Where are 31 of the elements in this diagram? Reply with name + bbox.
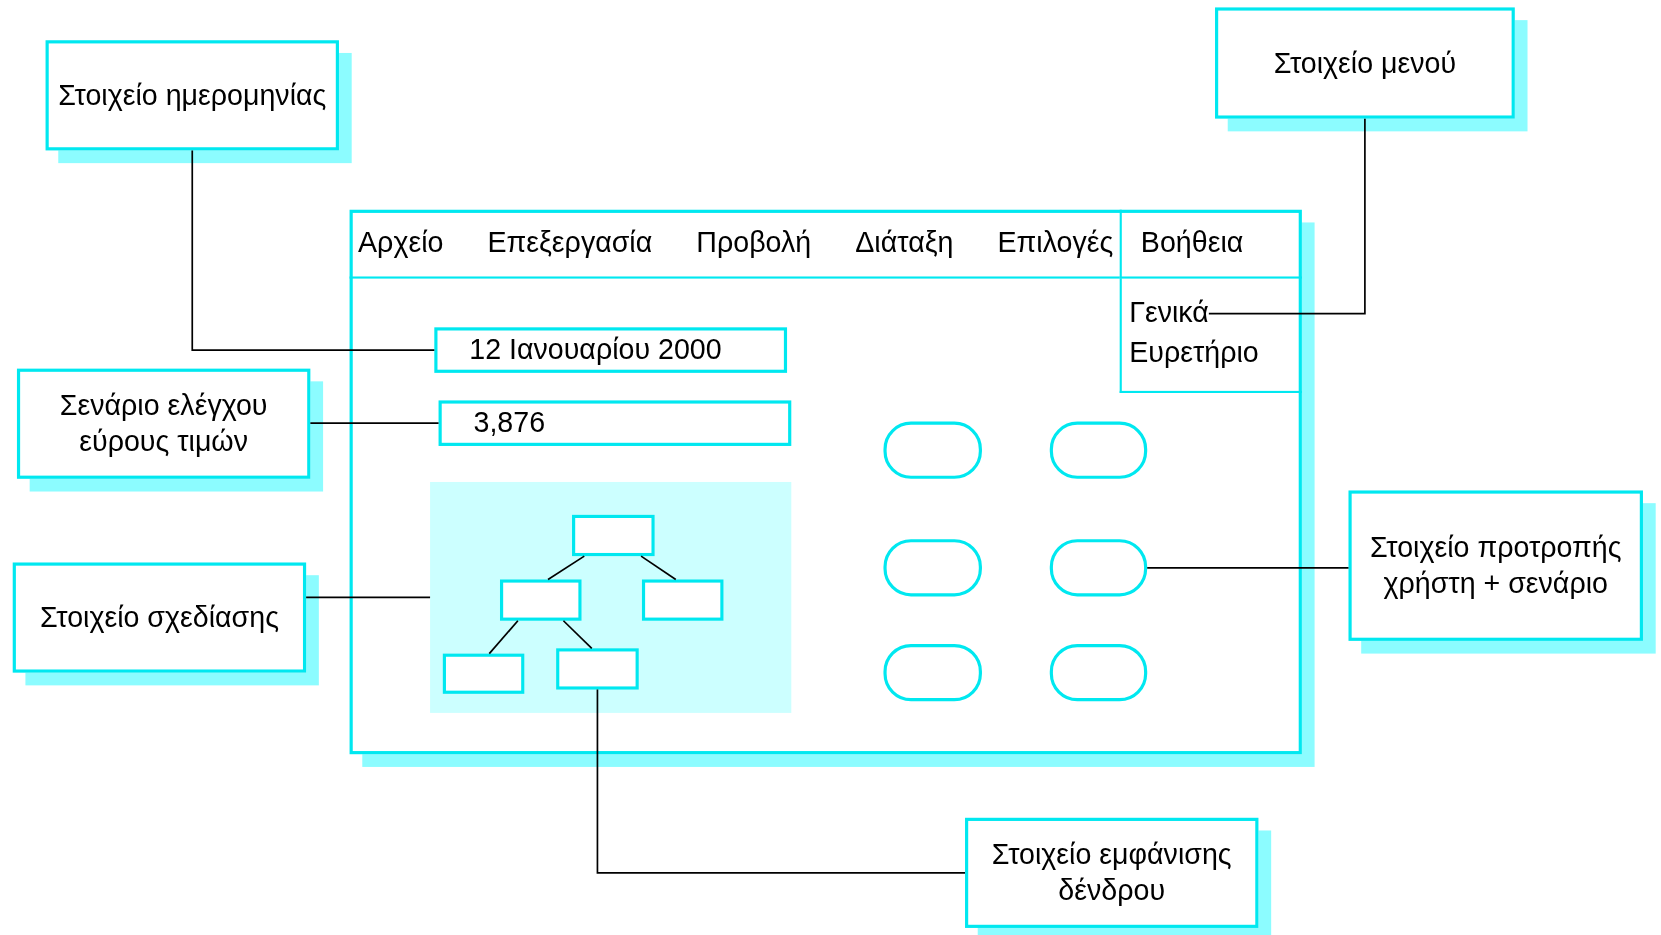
leader-line (191, 149, 436, 351)
rounded-button (1049, 644, 1148, 702)
date-field: 12 Ιανουαρίου 2000 (434, 327, 788, 373)
tree-connector (547, 555, 586, 581)
menu-item: Αρχείο (358, 226, 444, 260)
menu-item: Επιλογές (997, 226, 1114, 260)
menu-item: Επεξεργασία (487, 226, 653, 260)
leader-line (1146, 566, 1350, 569)
tree-connector (488, 619, 519, 655)
tree-connector (562, 619, 593, 650)
drawing-panel (430, 482, 792, 713)
leader-line (596, 688, 966, 874)
menu-item: Προβολή (696, 226, 812, 260)
rounded-button (883, 539, 982, 597)
tree-node-box (572, 514, 655, 557)
tree-node-box (556, 648, 639, 690)
dropdown-menu (1119, 278, 1302, 393)
tree-node-box (500, 579, 582, 621)
tree-connector (640, 555, 677, 581)
menu-item: Διάταξη (855, 226, 954, 260)
rounded-button (883, 644, 982, 702)
number-field: 3,876 (438, 400, 792, 446)
help-menu-tab: Βοήθεια (1119, 209, 1302, 279)
menu-item: Γενικά (1129, 294, 1209, 333)
rounded-button (883, 421, 982, 479)
menu-item: Ευρετήριο (1129, 334, 1259, 371)
tree-node-box (442, 653, 525, 694)
leader-line (305, 596, 431, 599)
tree-node-box (641, 579, 724, 621)
leader-line (309, 422, 440, 425)
leader-line (1208, 117, 1366, 315)
